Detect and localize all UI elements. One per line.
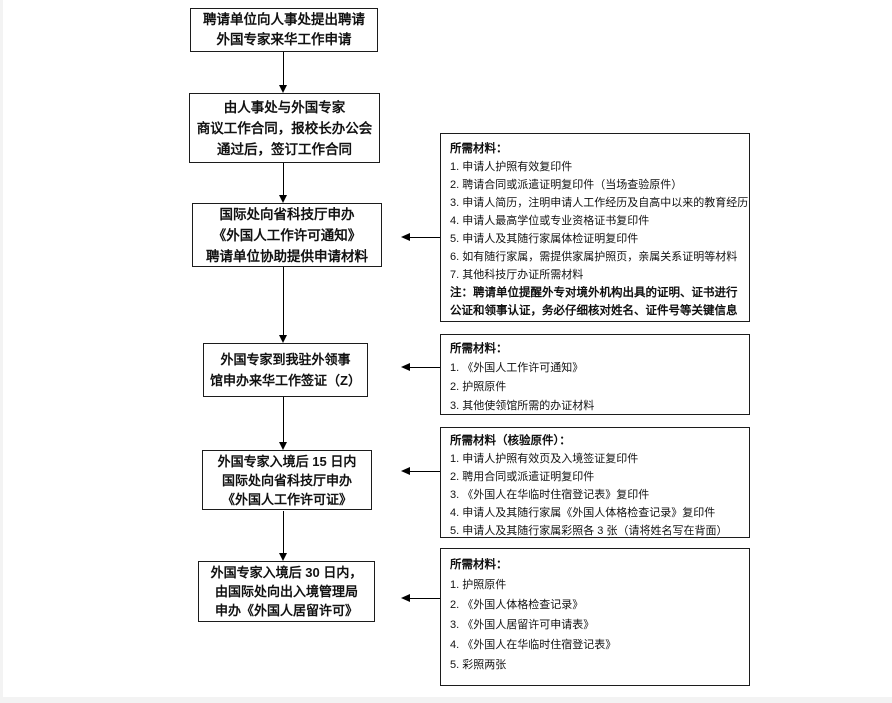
materials-item: 1. 申请人护照有效页及入境签证复印件 <box>450 453 639 465</box>
materials-item: 5. 彩照两张 <box>450 659 507 671</box>
down-arrow-1 <box>283 52 285 85</box>
materials-box-work-permit-card: 所需材料（核验原件）： 1. 申请人护照有效页及入境签证复印件 2. 聘用合同或… <box>440 427 750 538</box>
left-arrow-3-head-icon <box>401 467 410 475</box>
down-arrow-4 <box>283 397 285 442</box>
materials-item: 1. 申请人护照有效复印件 <box>450 161 573 173</box>
materials-item: 2. 聘用合同或派遣证明复印件 <box>450 471 595 483</box>
down-arrow-4-head-icon <box>279 442 287 450</box>
materials-box-z-visa: 所需材料： 1. 《外国人工作许可通知》 2. 护照原件 3. 其他使领馆所需的… <box>440 334 750 415</box>
left-arrow-3 <box>410 471 440 473</box>
materials-item: 2. 护照原件 <box>450 381 507 393</box>
flow-step-work-permit-card: 外国专家入境后 15 日内 国际处向省科技厅申办 《外国人工作许可证》 <box>202 450 372 510</box>
down-arrow-5-head-icon <box>279 553 287 561</box>
materials-item: 5. 申请人及其随行家属体检证明复印件 <box>450 233 639 245</box>
materials-item: 4. 《外国人在华临时住宿登记表》 <box>450 639 617 651</box>
materials-item: 1. 护照原件 <box>450 579 507 591</box>
materials-note: 注：聘请单位提醒外专对境外机构出具的证明、证书进行公证和领事认证，务必仔细核对姓… <box>450 287 738 317</box>
left-arrow-1-head-icon <box>401 233 410 241</box>
materials-title: 所需材料（核验原件）： <box>450 435 571 447</box>
left-arrow-2 <box>410 367 440 369</box>
page-edge-bottom <box>0 697 892 703</box>
left-arrow-2-head-icon <box>401 363 410 371</box>
materials-item: 2. 《外国人体格检查记录》 <box>450 599 584 611</box>
down-arrow-1-head-icon <box>279 85 287 93</box>
materials-item: 3. 《外国人在华临时住宿登记表》复印件 <box>450 489 650 501</box>
materials-item: 3. 申请人简历，注明申请人工作经历及自高中以来的教育经历 <box>450 197 749 209</box>
down-arrow-3 <box>283 267 285 335</box>
flow-step-apply: 聘请单位向人事处提出聘请 外国专家来华工作申请 <box>190 8 378 52</box>
left-arrow-4 <box>410 598 440 600</box>
materials-title: 所需材料： <box>450 343 508 355</box>
down-arrow-2-head-icon <box>279 195 287 203</box>
materials-box-residence-permit: 所需材料： 1. 护照原件 2. 《外国人体格检查记录》 3. 《外国人居留许可… <box>440 548 750 686</box>
materials-item: 7. 其他科技厅办证所需材料 <box>450 269 584 281</box>
flow-step-residence-permit: 外国专家入境后 30 日内， 由国际处向出入境管理局 申办《外国人居留许可》 <box>198 561 375 622</box>
materials-item: 1. 《外国人工作许可通知》 <box>450 362 584 374</box>
materials-item: 4. 申请人及其随行家属《外国人体格检查记录》复印件 <box>450 507 716 519</box>
materials-item: 4. 申请人最高学位或专业资格证书复印件 <box>450 215 650 227</box>
flow-step-contract: 由人事处与外国专家 商议工作合同，报校长办公会 通过后，签订工作合同 <box>189 93 380 163</box>
materials-box-work-permit-notice: 所需材料： 1. 申请人护照有效复印件 2. 聘请合同或派遣证明复印件（当场查验… <box>440 133 750 322</box>
flow-step-work-permit-notice: 国际处向省科技厅申办 《外国人工作许可通知》 聘请单位协助提供申请材料 <box>192 203 382 267</box>
materials-item: 2. 聘请合同或派遣证明复印件（当场查验原件） <box>450 179 683 191</box>
materials-item: 3. 其他使领馆所需的办证材料 <box>450 400 595 412</box>
down-arrow-5 <box>283 511 285 553</box>
materials-item: 5. 申请人及其随行家属彩照各 3 张（请将姓名写在背面） <box>450 525 728 537</box>
materials-title: 所需材料： <box>450 143 508 155</box>
materials-title: 所需材料： <box>450 559 508 571</box>
down-arrow-3-head-icon <box>279 335 287 343</box>
left-arrow-1 <box>410 237 440 239</box>
materials-item: 3. 《外国人居留许可申请表》 <box>450 619 595 631</box>
down-arrow-2 <box>283 163 285 195</box>
materials-item: 6. 如有随行家属，需提供家属护照页，亲属关系证明等材料 <box>450 251 738 263</box>
flow-step-z-visa: 外国专家到我驻外领事 馆申办来华工作签证（Z） <box>203 343 368 397</box>
left-arrow-4-head-icon <box>401 594 410 602</box>
page-edge-left <box>0 0 3 703</box>
